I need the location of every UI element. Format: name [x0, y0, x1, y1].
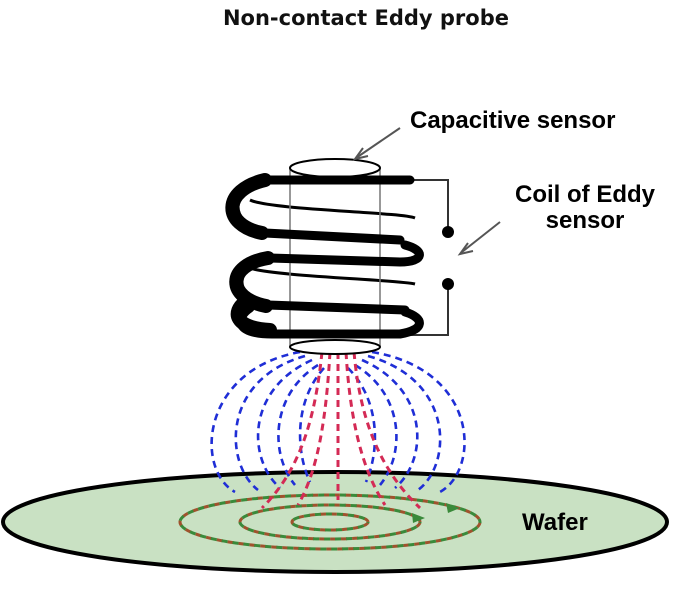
coil-terminal-bottom — [442, 278, 454, 290]
eddy-current-loops — [178, 493, 482, 551]
capacitive-sensor-label: Capacitive sensor — [410, 107, 616, 134]
diagram-title: Non-contact Eddy probe — [222, 6, 509, 30]
red-field-lines — [260, 351, 422, 510]
wafer-disc — [1, 470, 669, 574]
wafer-label: Wafer — [522, 509, 588, 536]
eddy-current-arrows — [412, 503, 460, 523]
capacitive-sensor-cylinder — [289, 158, 381, 355]
coil-label-line1: Coil of Eddy — [515, 181, 655, 208]
coil-windings — [225, 173, 424, 339]
coil-label-line2: sensor — [545, 207, 625, 234]
coil-label: Coil of Eddy sensor — [500, 182, 670, 234]
coil-back-turns — [249, 198, 416, 286]
coil-terminal-top — [442, 226, 454, 238]
pointer-arrows — [352, 127, 501, 256]
